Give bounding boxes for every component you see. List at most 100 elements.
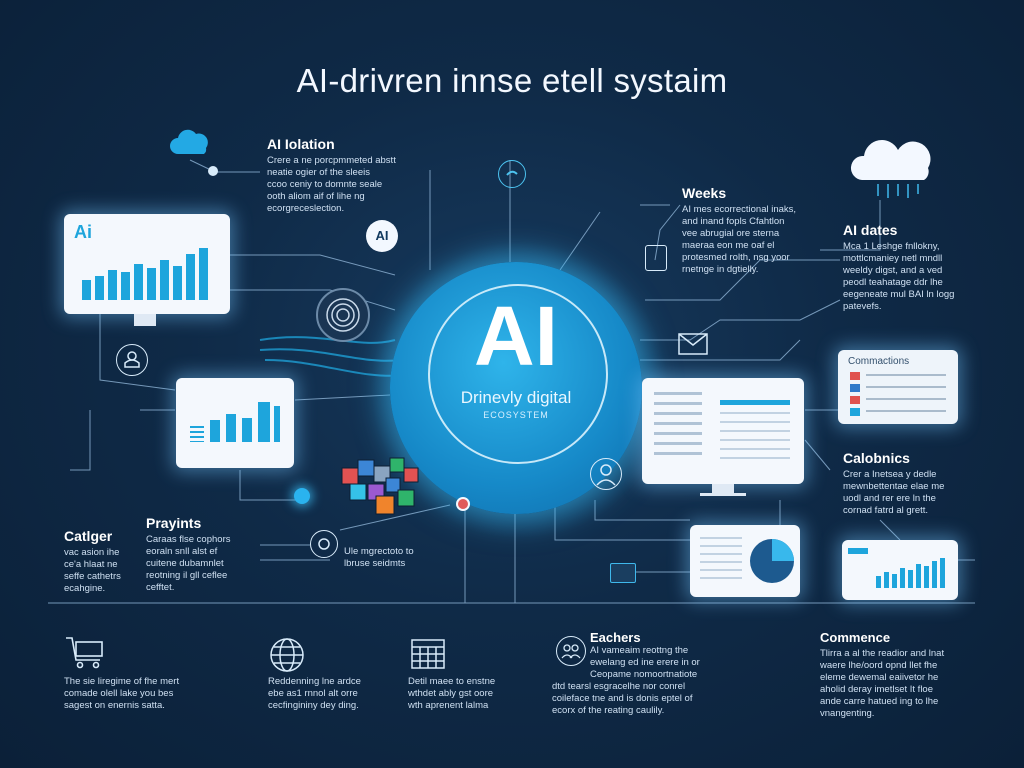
bottom-globe-line: ebe as1 rnnol alt orre <box>268 688 358 699</box>
user-icon <box>590 458 622 490</box>
connections-panel: Commactions <box>838 350 958 424</box>
chart-bar <box>134 264 143 300</box>
connection-row-swatch <box>850 372 860 380</box>
bottom-calendar-line: wth aprenent lalma <box>408 700 489 711</box>
chart-bar <box>924 566 929 588</box>
chart-bar <box>242 418 252 442</box>
ai-dates-block: AI dates Mca 1 Leshge fnllokny, mottlcma… <box>843 222 983 313</box>
calobnics-line: cornad fatrd al grett. <box>843 505 929 516</box>
weeks-line: rnetnge in dgtielly. <box>682 264 759 275</box>
chart-bar <box>82 280 91 300</box>
chart-bar <box>190 426 204 442</box>
chart-bar <box>884 572 889 588</box>
bottom-cart-line: comade olell lake you bes <box>64 688 174 699</box>
bottom-cart-line: sagest on enernis satta. <box>64 700 165 711</box>
small-bar-chart <box>190 398 280 442</box>
eachers-line: ewelang ed ine erere in or <box>590 657 700 668</box>
weeks-line: maeraa eon me oaf el <box>682 240 775 251</box>
chart-bar <box>210 420 220 442</box>
node-dot <box>208 166 218 176</box>
chart-bar <box>147 268 156 300</box>
chart-bar <box>892 574 897 588</box>
monitor-base <box>700 493 746 496</box>
connection-row-swatch <box>850 384 860 392</box>
ai-iolation-block: AI Iolation Crere a ne porcpmmeted abstt… <box>267 136 427 215</box>
red-node <box>456 497 470 511</box>
ai-iolation-heading: AI Iolation <box>267 136 335 152</box>
connection-rows <box>866 374 946 414</box>
catlger-line: ce'a hlaat ne <box>64 559 118 570</box>
pie-chart <box>750 539 794 583</box>
commence-line: waere lhe/oord opnd llet fhe <box>820 660 938 671</box>
calobnics-line: mewnbettentae elae me <box>843 481 945 492</box>
fingerprint-icon <box>316 288 370 342</box>
commence-line: ande carre hatued ing to lhe <box>820 696 939 707</box>
eachers-line: AI vameaim reottng the <box>590 645 689 656</box>
calobnics-line: Crer a Inetsea y dedle <box>843 469 937 480</box>
chart-bar <box>932 561 937 588</box>
weeks-line: AI mes ecorrectional inaks, <box>682 204 797 215</box>
commence-line: aholid deray imetlset It floe <box>820 684 934 695</box>
chart-bar <box>900 568 905 588</box>
at-sign-icon <box>310 530 338 558</box>
ai-badge: AI <box>366 220 398 252</box>
integration-block: Ule mgrectoto to lbruse seidmts <box>344 546 454 570</box>
panel-accent <box>848 548 868 554</box>
monitor-stand <box>712 484 734 494</box>
bottom-item-cart: The sie liregime of fhe mert comade olel… <box>64 676 214 712</box>
eachers-line: dtd tearsl esgracelhe nor conrel <box>552 681 686 692</box>
calendar-icon <box>410 636 448 675</box>
eachers-line: Ceopame nomoortnatiote <box>590 669 698 680</box>
ai-dates-line: weeldy digst, and a ved <box>843 265 943 276</box>
chart-bar <box>876 576 881 588</box>
ai-iolation-line: ooth aliom aif of lihe ng <box>267 191 365 202</box>
ai-dates-line: mottlcmaniey netl mndll <box>843 253 943 264</box>
weeks-line: protesmed rolth, nsg yoor <box>682 252 790 263</box>
prayints-line: cuitene dubamnlet <box>146 558 224 569</box>
chart-bar <box>940 558 945 588</box>
ai-iolation-line: ccoo ceniy to domnte seale <box>267 179 383 190</box>
bottom-cart-line: The sie liregime of fhe mert <box>64 676 180 687</box>
catlger-line: seffe cathetrs <box>64 571 121 582</box>
tablet-icon <box>645 245 667 271</box>
bottom-calendar-line: wthdet ably gst oore <box>408 688 494 699</box>
eachers-heading: Eachers <box>590 630 641 645</box>
commence-line: vnangenting. <box>820 708 875 719</box>
prayints-line: cefftet. <box>146 582 175 593</box>
calobnics-heading: Calobnics <box>843 450 910 466</box>
ai-iolation-line: Crere a ne porcpmmeted abstt <box>267 155 396 166</box>
ai-dates-line: Mca 1 Leshge fnllokny, <box>843 241 940 252</box>
connection-row-swatch <box>850 408 860 416</box>
laptop-icon <box>610 563 636 583</box>
link-icon <box>498 160 526 188</box>
cloud-icon <box>170 128 212 163</box>
prayints-heading: Prayints <box>146 515 202 531</box>
chart-bar <box>226 414 236 442</box>
ai-dates-heading: AI dates <box>843 222 898 238</box>
commence-line: Tlirra a al the readior and lnat <box>820 648 945 659</box>
monitor-accent-bar <box>720 400 790 405</box>
ai-iolation-line: ecorgreceslection. <box>267 203 345 214</box>
pie-chart-panel <box>690 525 800 597</box>
chart-bar <box>199 248 208 300</box>
ai-iolation-line: neatie ogier of the sleeis <box>267 167 370 178</box>
calobnics-line: uodl and rer ere ln the <box>843 493 936 504</box>
bottom-calendar-line: Detil maee to enstne <box>408 676 496 687</box>
chart-bar <box>186 254 195 300</box>
dashboard-monitor-right <box>642 378 804 484</box>
weeks-block: Weeks AI mes ecorrectional inaks, and in… <box>682 185 822 276</box>
prayints-block: Prayints Caraas flse cophors eoraln snll… <box>146 515 266 594</box>
monitor-content-lines <box>720 412 790 462</box>
prayints-line: eoraln snll alst ef <box>146 546 218 557</box>
hub-inner-ring <box>428 284 608 464</box>
glow-node <box>294 488 310 504</box>
rain-cloud-icon <box>850 140 940 205</box>
integration-line: Ule mgrectoto to <box>344 546 414 557</box>
page-title: AI-drivren innse etell systaim <box>296 62 728 99</box>
prayints-line: Caraas flse cophors <box>146 534 231 545</box>
data-cubes-icon <box>332 454 432 521</box>
catlger-block: Catlger vac asion ihe ce'a hlaat ne seff… <box>64 528 174 595</box>
prayints-line: reotning il gll ceflee <box>146 570 228 581</box>
monitor-list-lines <box>654 392 702 462</box>
